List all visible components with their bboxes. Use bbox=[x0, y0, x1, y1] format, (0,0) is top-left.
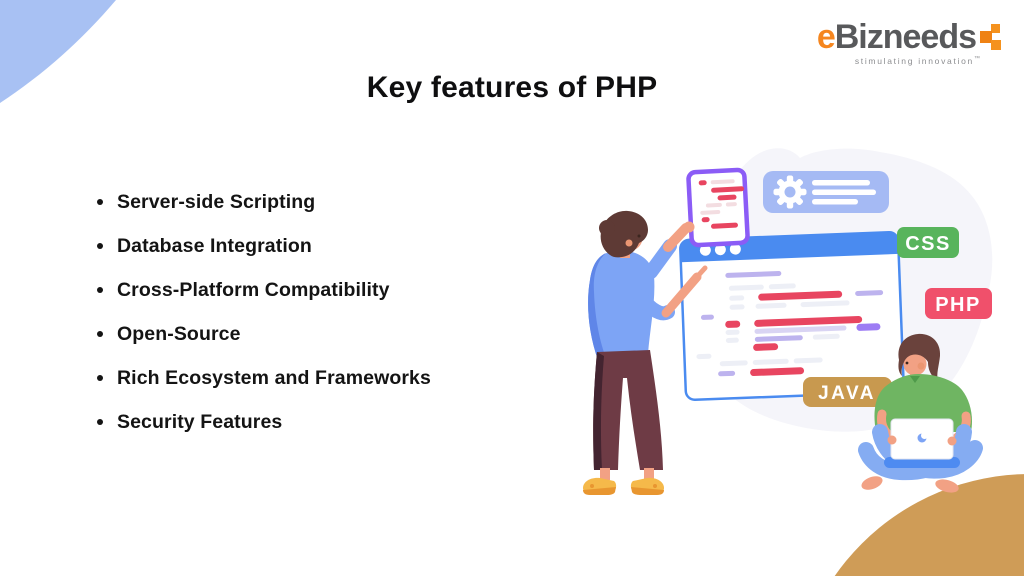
svg-text:JAVA: JAVA bbox=[818, 383, 876, 404]
code-line bbox=[752, 358, 789, 365]
feature-item: Rich Ecosystem and Frameworks bbox=[97, 356, 431, 400]
bullet-icon bbox=[97, 375, 103, 381]
settings-lines bbox=[812, 180, 876, 205]
logo-tagline: stimulating innovation™ bbox=[854, 56, 980, 66]
code-line bbox=[758, 290, 843, 301]
code-line bbox=[754, 315, 863, 327]
code-line bbox=[855, 290, 884, 296]
code-line bbox=[754, 325, 847, 334]
code-line bbox=[725, 337, 739, 343]
sitting-person bbox=[858, 333, 983, 493]
feature-item: Security Features bbox=[97, 400, 431, 444]
window-dots-icon bbox=[699, 243, 741, 256]
code-line bbox=[719, 360, 748, 367]
code-lines bbox=[696, 270, 884, 377]
features-list: Server-side Scripting Database Integrati… bbox=[97, 180, 431, 444]
code-line bbox=[725, 329, 740, 335]
code-line bbox=[729, 304, 745, 310]
tablet-lines bbox=[698, 179, 745, 229]
laptop-base bbox=[884, 457, 960, 468]
bullet-icon bbox=[97, 243, 103, 249]
code-line bbox=[698, 180, 707, 186]
svg-text:CSS: CSS bbox=[905, 233, 951, 255]
badge-java: JAVA bbox=[803, 377, 892, 407]
logo-mark-icon bbox=[980, 24, 1001, 50]
feature-item: Database Integration bbox=[97, 224, 431, 268]
bullet-icon bbox=[97, 199, 103, 205]
corner-blob bbox=[0, 0, 116, 103]
code-line bbox=[800, 300, 850, 308]
code-line bbox=[725, 270, 782, 278]
logo-wordmark: eBizneeds bbox=[816, 18, 977, 56]
code-line bbox=[768, 283, 796, 290]
gear-icon bbox=[773, 175, 807, 209]
code-line bbox=[856, 323, 881, 331]
corner-circle bbox=[834, 474, 1024, 576]
code-line bbox=[750, 367, 805, 377]
code-line bbox=[753, 343, 779, 351]
browser-window bbox=[679, 230, 905, 402]
code-line bbox=[793, 357, 823, 364]
code-line bbox=[717, 194, 737, 201]
bullet-icon bbox=[97, 287, 103, 293]
code-line bbox=[755, 302, 787, 309]
bullet-icon bbox=[97, 331, 103, 337]
feature-item: Server-side Scripting bbox=[97, 180, 431, 224]
feature-item: Open-Source bbox=[97, 312, 431, 356]
logo: eBizneeds stimulating innovation™ bbox=[817, 20, 1004, 66]
feature-item: Cross-Platform Compatibility bbox=[97, 268, 431, 312]
code-line bbox=[711, 222, 738, 229]
code-line bbox=[725, 320, 741, 328]
page-title: Key features of PHP bbox=[366, 71, 658, 104]
standing-person bbox=[583, 210, 708, 495]
php-illustration: CSS PHP JAVA bbox=[583, 148, 1024, 576]
code-line bbox=[718, 370, 736, 377]
code-line bbox=[728, 284, 764, 291]
code-line bbox=[710, 179, 735, 185]
code-line bbox=[700, 209, 721, 215]
code-line bbox=[812, 333, 840, 340]
badge-php: PHP bbox=[925, 288, 992, 319]
code-line bbox=[701, 217, 710, 223]
code-line bbox=[696, 353, 712, 360]
code-line bbox=[700, 314, 714, 320]
code-line bbox=[711, 186, 745, 193]
code-line bbox=[729, 295, 745, 301]
badge-css: CSS bbox=[897, 227, 959, 258]
code-tablet bbox=[686, 167, 750, 248]
code-line bbox=[725, 202, 737, 207]
bullet-icon bbox=[97, 419, 103, 425]
code-line bbox=[705, 202, 722, 208]
code-line bbox=[754, 335, 803, 342]
settings-panel bbox=[763, 171, 889, 213]
svg-text:PHP: PHP bbox=[935, 294, 981, 316]
